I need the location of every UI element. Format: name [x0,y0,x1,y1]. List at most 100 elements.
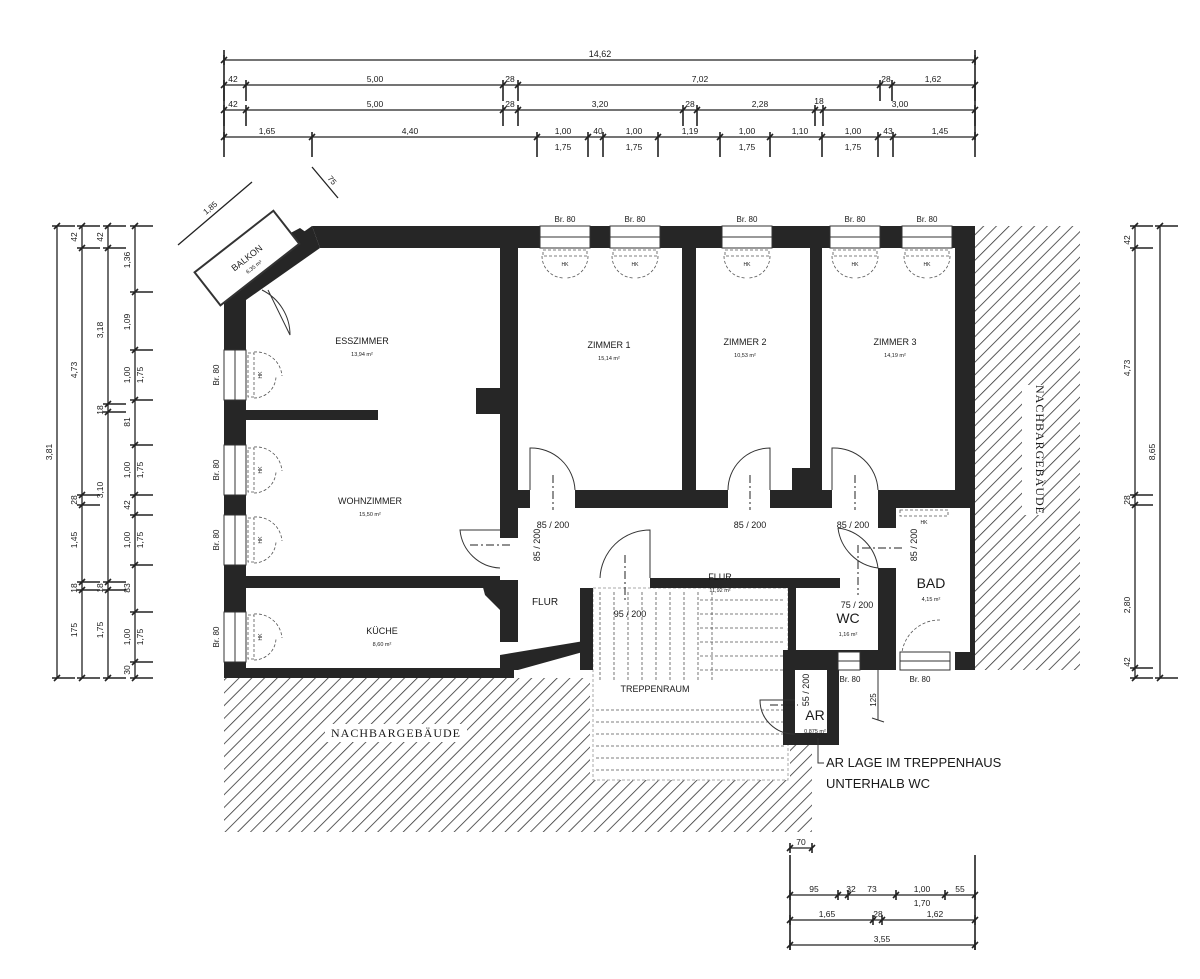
room-area-zimmer2: 10,53 m² [734,353,756,359]
radiator-label: HK [921,520,929,526]
dimension-tick [808,844,816,852]
window-swing [541,255,589,279]
dimension-tick [1131,674,1139,682]
dimension-tick [766,133,774,141]
dimension-tick [786,916,794,924]
door-label-wc: 75 / 200 [841,600,874,610]
door-label-wohnzimmer: 85 / 200 [532,529,542,562]
dimension-tick [308,133,316,141]
neighbor-label-right: NACHBARGEBÄUDE [1033,385,1047,515]
door-zimmer2-swing [727,447,771,491]
wall-ar-south [783,733,839,745]
room-area-zimmer3: 14,19 m² [884,353,906,359]
door-label-treppenraum: 95 / 200 [614,609,647,619]
dimension-tick [131,346,139,354]
window-label: Br. 80 [840,675,861,684]
dimension-tick [584,133,592,141]
dimension-tick [1131,501,1139,509]
dim-label: 3,20 [592,99,609,109]
dimension-tick [1156,222,1164,230]
dimension-tick [104,222,112,230]
dimension-tick [971,133,979,141]
radiator-label: HK [632,262,640,268]
dimension-tick [78,222,86,230]
dimension-tick [104,578,112,586]
note-line-1: AR LAGE IM TREPPENHAUS [826,755,1002,770]
window-label: Br. 80 [737,215,758,224]
dimension-tick [104,586,112,594]
dim-label: 1,10 [792,126,809,136]
dimension-tick [514,81,522,89]
dimension-tick [971,106,979,114]
dim-label: 2,28 [752,99,769,109]
dim-label: 18 [69,583,79,593]
window-label: Br. 80 [625,215,646,224]
radiator-label: HK [258,536,264,544]
room-name-esszimmer: ESSZIMMER [335,336,389,346]
room-area-bad: 4,15 m² [922,597,941,603]
room-area-wohnzimmer: 15,50 m² [359,512,381,518]
dim-label: 28 [1122,495,1132,505]
dim-label: 1,00 [122,366,132,383]
dim-label: 5,00 [367,99,384,109]
outer-wall-right [955,226,975,506]
dim-label: 3,55 [874,934,891,944]
dim-label: 42 [1122,235,1132,245]
dimension-tick [131,396,139,404]
dim-label: 1,00 [122,531,132,548]
dimension-tick [869,916,877,924]
dim-ar-offset: 125 [869,693,878,707]
dim-label: 42 [69,232,79,242]
dimension-tick [53,222,61,230]
window-swing [611,255,659,279]
dim-label: 1,65 [259,126,276,136]
dim-label: 1,19 [682,126,699,136]
dimension-tick [242,106,250,114]
room-area-wc: 1,16 m² [839,632,858,638]
door-label-ar: 55 / 200 [801,674,811,707]
dim-label: 1,00 [845,126,862,136]
window-label: Br. 80 [212,529,221,550]
dim-label: 18 [95,405,105,415]
radiator-label: HK [258,371,264,379]
neighbor-label-bottom: NACHBARGEBÄUDE [331,726,461,740]
dim-label: 42 [1122,657,1132,667]
dimension-tick [834,891,842,899]
radiator-label: HK [744,262,752,268]
wall-z1-z2 [682,248,696,498]
window-label: Br. 80 [910,675,931,684]
window-label: Br. 80 [212,626,221,647]
dim-balcony-width: 1,85 [202,199,220,216]
dimension-tick [104,244,112,252]
dimension-tick [941,891,949,899]
dimension-tick [599,133,607,141]
dim-label: 1,00 [914,884,931,894]
dimension-tick [971,81,979,89]
dim-label: 1,75 [555,142,572,152]
door-label-zimmer2: 85 / 200 [734,520,767,530]
dimension-tick [131,288,139,296]
dimension-tick [104,408,112,416]
dim-label: 4,73 [69,361,79,378]
room-name-zimmer1: ZIMMER 1 [587,340,630,350]
window-label: Br. 80 [917,215,938,224]
wall-corridor-1 [518,490,530,508]
dim-label: 3,10 [95,481,105,498]
dimension-tick [874,133,882,141]
dim-label: 28 [881,74,891,84]
room-name-kueche: KÜCHE [366,626,398,636]
dim-label: 28 [505,99,515,109]
dim-label: 42 [228,74,238,84]
dim-label: 1,45 [69,531,79,548]
dim-label: 1,70 [914,898,931,908]
dim-label: 83 [122,583,132,593]
radiator-label: HK [924,262,932,268]
door-wc-swing [837,527,879,569]
wall-ess-wohn [246,410,378,420]
window-label: Br. 80 [555,215,576,224]
dimension-tick [892,891,900,899]
dimension-tick [131,674,139,682]
room-name-zimmer2: ZIMMER 2 [723,337,766,347]
dim-label: 1,75 [135,531,145,548]
dim-label: 43 [883,126,893,136]
